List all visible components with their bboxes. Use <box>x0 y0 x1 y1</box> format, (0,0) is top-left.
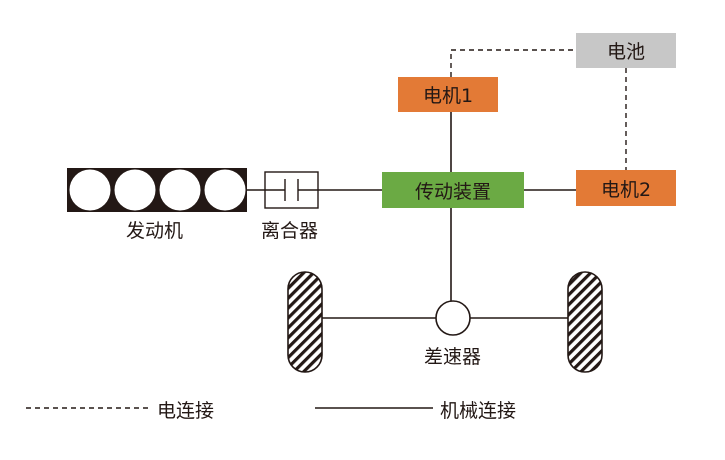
left-wheel <box>287 271 323 373</box>
legend-mechanical-label: 机械连接 <box>440 400 517 422</box>
engine-cylinder <box>159 169 201 211</box>
battery-box: 电池 <box>576 33 676 68</box>
engine-block <box>67 168 247 212</box>
engine-cylinder <box>69 169 111 211</box>
engine-label: 发动机 <box>126 220 184 242</box>
motor1-box: 电机1 <box>398 77 498 112</box>
differential-symbol <box>435 300 471 336</box>
clutch-label: 离合器 <box>261 220 319 242</box>
motor1-label: 电机1 <box>422 85 474 107</box>
transmission-label: 传动装置 <box>414 180 491 203</box>
motor2-label: 电机2 <box>600 178 652 201</box>
engine-cylinder <box>204 169 246 211</box>
motor2-box: 电机2 <box>576 170 676 206</box>
clutch-symbol <box>264 171 319 209</box>
legend-electrical-label: 电连接 <box>157 400 215 422</box>
differential-label: 差速器 <box>424 346 482 368</box>
battery-label: 电池 <box>606 41 645 63</box>
right-wheel <box>567 271 603 373</box>
transmission-box: 传动装置 <box>382 172 524 208</box>
engine-cylinder <box>114 169 156 211</box>
electrical-link-motor1-battery <box>450 49 576 77</box>
